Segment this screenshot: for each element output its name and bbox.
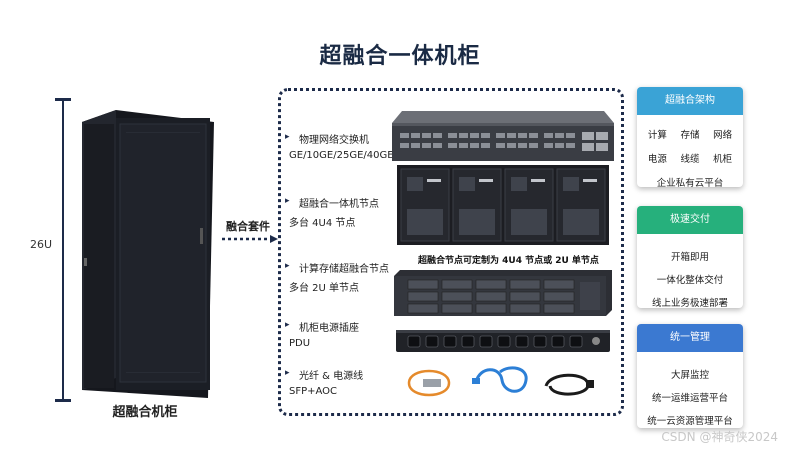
card-body: 计算 存储 网络 电源 线缆 机柜 企业私有云平台 — [637, 115, 743, 187]
kit-arrow-icon — [222, 235, 278, 243]
card-line: 一体化整体交付 — [656, 275, 724, 286]
dimension-cap-top — [55, 98, 71, 101]
card-line: 统一运维运营平台 — [651, 393, 728, 404]
bullet-arrow-icon: ▸ — [285, 261, 290, 271]
network-switch-image — [392, 111, 614, 161]
arch-item-cable: 线缆 — [680, 154, 700, 165]
component-name: 超融合一体机节点 — [299, 199, 379, 210]
card-hyperconverged-architecture: 超融合架构 计算 存储 网络 电源 线缆 机柜 企业私有云平台 — [637, 87, 743, 187]
cabinet-caption: 超融合机柜 — [112, 405, 178, 420]
card-body: 开箱即用 一体化整体交付 线上业务极速部署 — [637, 234, 743, 308]
card-line: 开箱即用 — [670, 252, 709, 263]
bullet-arrow-icon: ▸ — [285, 132, 290, 142]
pdu-image — [396, 330, 610, 352]
watermark: CSDN @神奇侠2024 — [661, 430, 778, 444]
fiber-cable-image — [407, 369, 451, 397]
card-line: 企业私有云平台 — [656, 178, 724, 187]
bullet-arrow-icon: ▸ — [285, 368, 290, 378]
page-title: 超融合一体机柜 — [319, 44, 481, 69]
component-2u-node: ▸ 计算存储超融合节点 多台 2U 单节点 — [285, 260, 389, 294]
2u-node-server-image — [394, 270, 612, 316]
card-line: 线上业务极速部署 — [651, 298, 728, 308]
arch-item-compute: 计算 — [647, 130, 667, 141]
arch-item-network: 网络 — [713, 130, 733, 141]
arch-item-power: 电源 — [647, 154, 667, 165]
component-name: 机柜电源插座 — [299, 323, 359, 334]
bullet-arrow-icon: ▸ — [285, 320, 290, 330]
component-sub: GE/10GE/25GE/40GE — [289, 150, 394, 161]
component-name: 光纤 & 电源线 — [299, 371, 364, 382]
component-sub: SFP+AOC — [289, 386, 338, 397]
kit-label: 融合套件 — [226, 220, 270, 233]
card-title: 超融合架构 — [637, 87, 743, 115]
network-cable-image — [472, 366, 528, 393]
component-sub: 多台 4U4 节点 — [289, 218, 356, 229]
card-line: 统一云资源管理平台 — [647, 416, 733, 427]
arch-item-cabinet: 机柜 — [713, 154, 733, 165]
card-fast-delivery: 极速交付 开箱即用 一体化整体交付 线上业务极速部署 — [637, 206, 743, 308]
component-sub: 多台 2U 单节点 — [289, 283, 360, 294]
component-name: 计算存储超融合节点 — [299, 264, 389, 275]
power-cable-image — [544, 373, 594, 396]
height-dimension-line — [62, 98, 64, 402]
component-4u4-node: ▸ 超融合一体机节点 多台 4U4 节点 — [285, 195, 379, 229]
component-pdu: ▸ 机柜电源插座 PDU — [285, 319, 359, 349]
card-unified-management: 统一管理 大屏监控 统一运维运营平台 统一云资源管理平台 — [637, 324, 743, 428]
component-name: 物理网络交换机 — [299, 135, 369, 146]
arch-item-storage: 存储 — [680, 130, 700, 141]
component-sub: PDU — [289, 338, 311, 349]
card-body: 大屏监控 统一运维运营平台 统一云资源管理平台 — [637, 352, 743, 428]
cabinet-height-label: 26U — [30, 238, 53, 251]
kit-container — [278, 88, 624, 416]
bullet-arrow-icon: ▸ — [285, 196, 290, 206]
component-switch: ▸ 物理网络交换机 GE/10GE/25GE/40GE — [285, 131, 394, 161]
card-line: 大屏监控 — [670, 370, 709, 381]
component-cables: ▸ 光纤 & 电源线 SFP+AOC — [285, 367, 364, 397]
dimension-cap-bottom — [55, 399, 71, 402]
node-customization-note: 超融合节点可定制为 4U4 节点或 2U 单节点 — [418, 256, 599, 266]
4u4-node-chassis-image — [397, 165, 609, 245]
card-title: 统一管理 — [637, 324, 743, 352]
server-cabinet-image — [82, 110, 214, 398]
card-title: 极速交付 — [637, 206, 743, 234]
